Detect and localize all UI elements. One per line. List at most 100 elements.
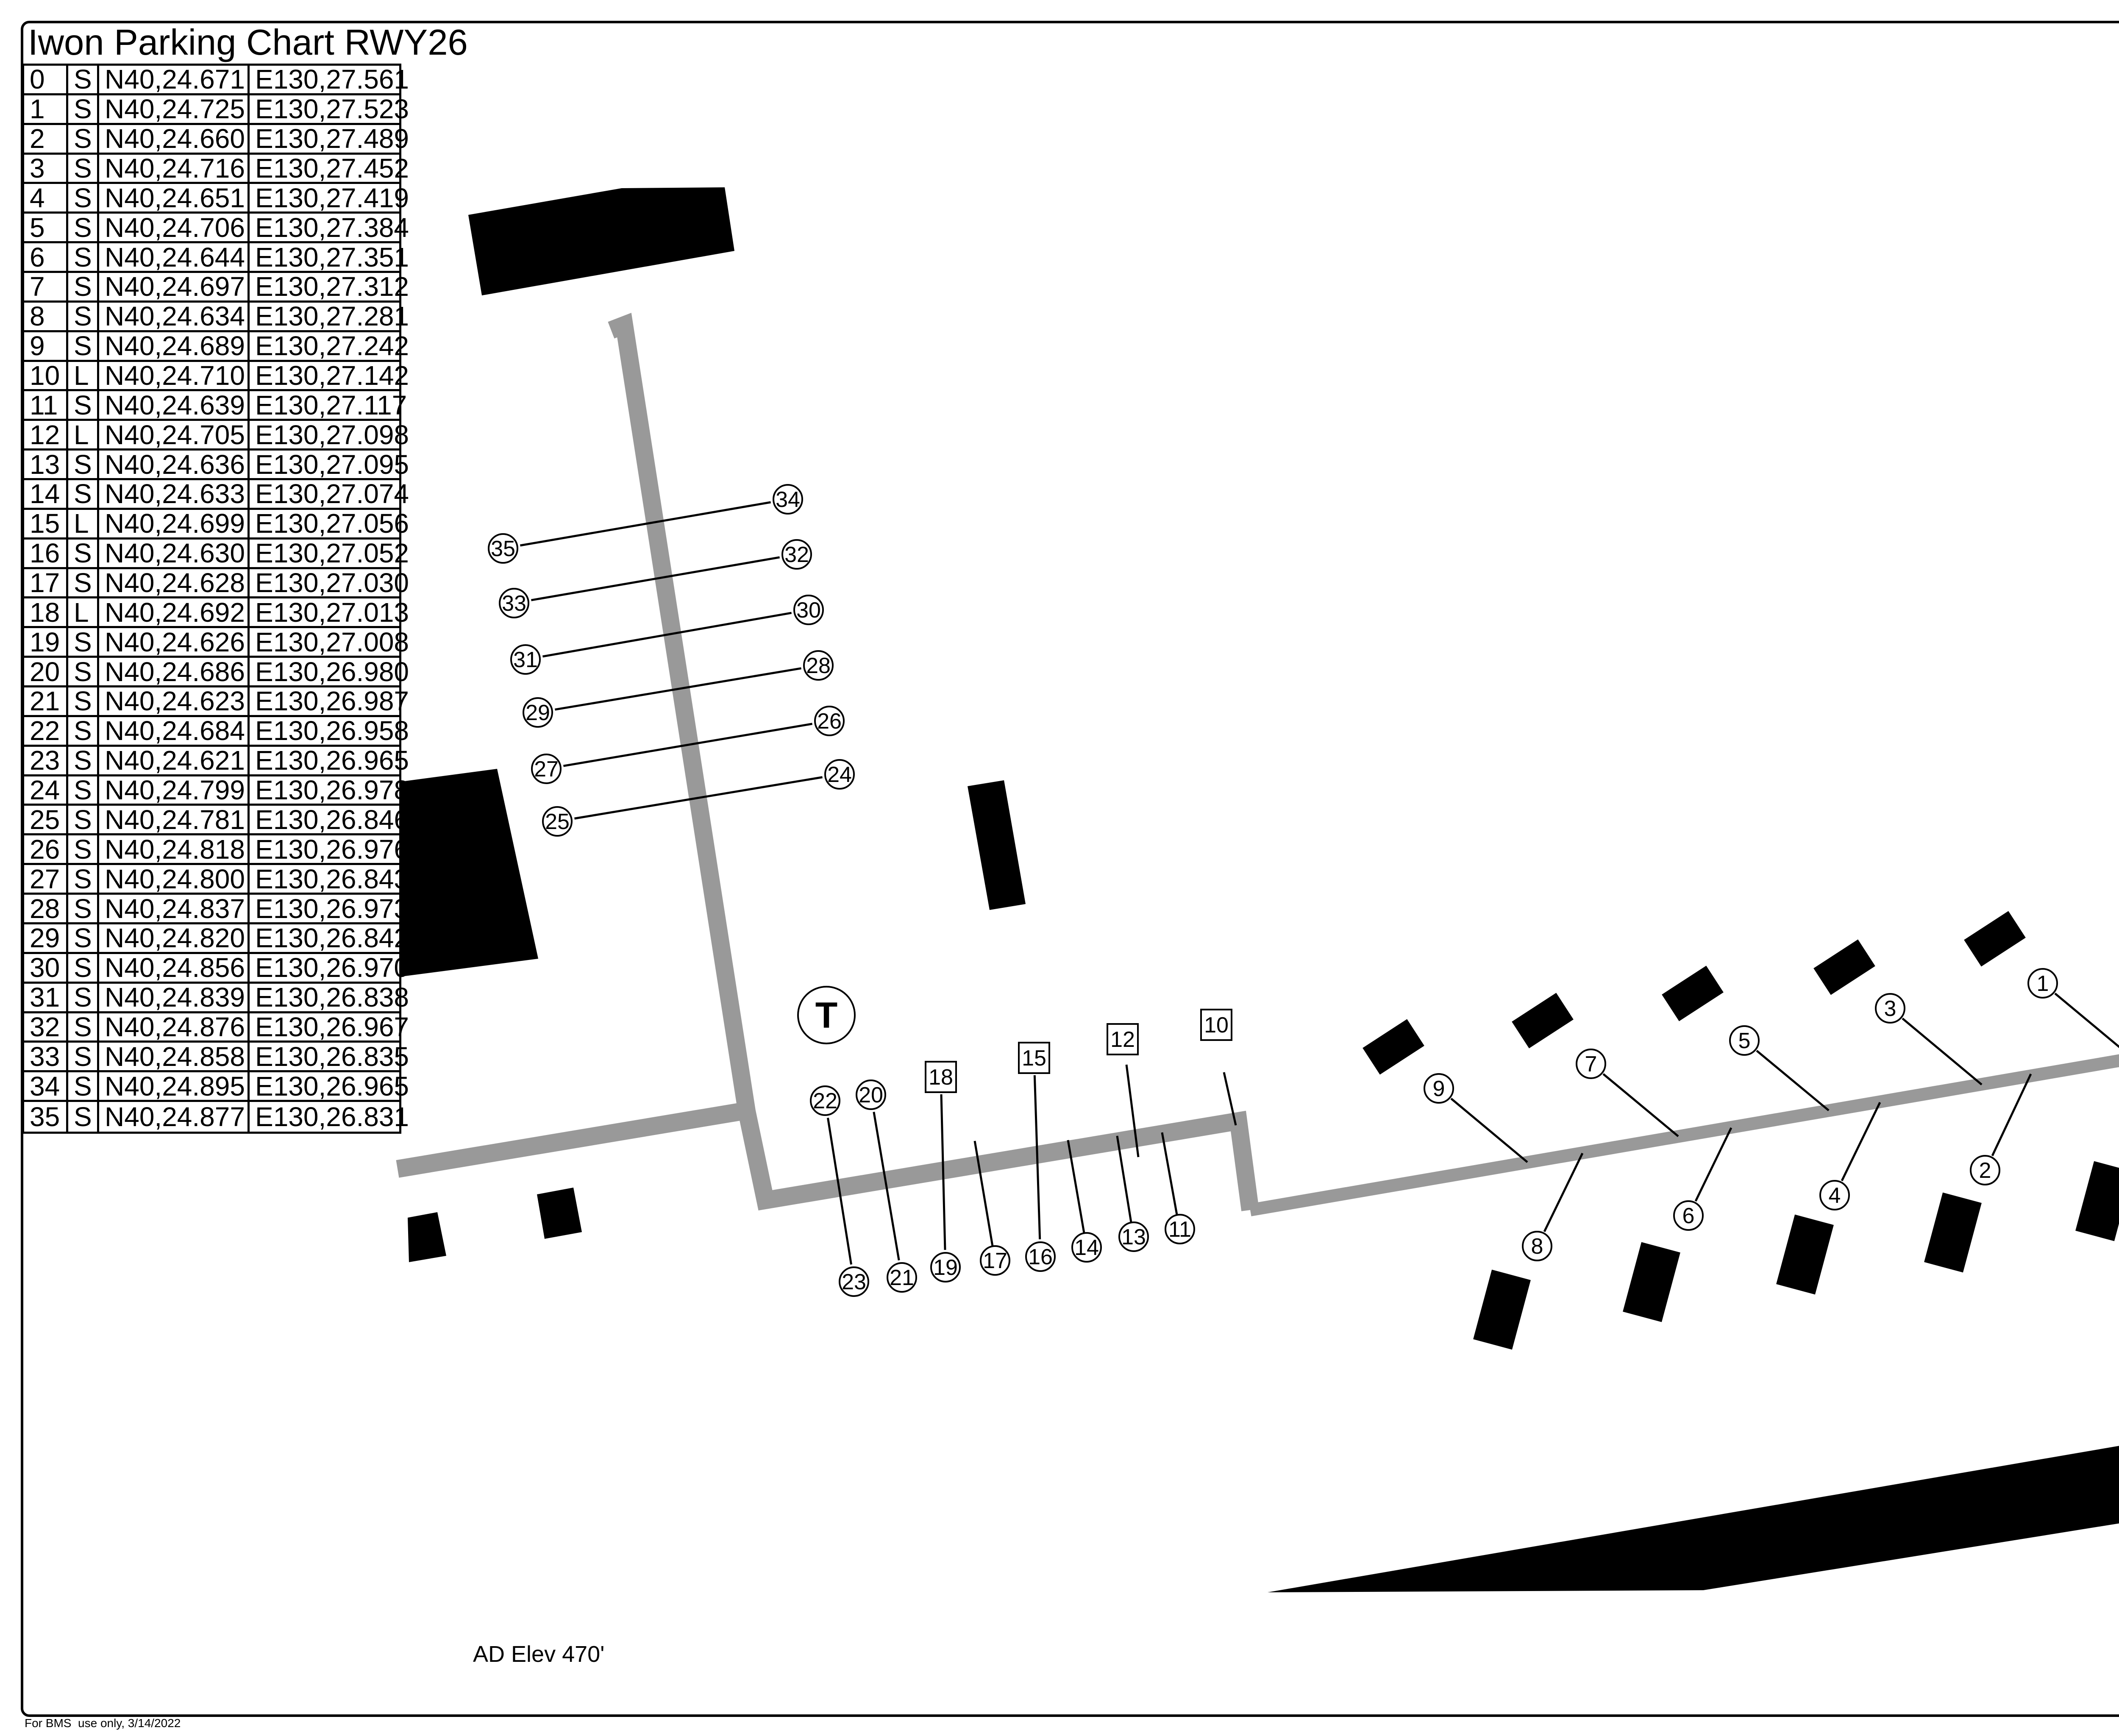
- runway: [1268, 1446, 2119, 1592]
- stand-line-18-19: [940, 1094, 946, 1250]
- parking-spot-number-34: 34: [776, 487, 800, 512]
- table-cell-size-row10: L: [68, 360, 99, 392]
- table-cell-lat-row7: N40,24.697: [99, 271, 250, 303]
- aerodrome-elevation-label: AD Elev 470': [473, 1641, 605, 1667]
- stand-line-33-32: [531, 556, 780, 601]
- table-cell-id-row29: 29: [24, 923, 68, 954]
- parking-spot-marker-3: [1875, 993, 1905, 1024]
- parking-spot-marker-27: [531, 754, 562, 784]
- stand-line-27-26: [563, 723, 812, 767]
- parking-spot-marker-13: [1118, 1221, 1149, 1252]
- table-cell-size-row28: S: [68, 893, 99, 924]
- table-cell-lon-row28: E130,26.973: [250, 893, 409, 924]
- stand-line-35-34: [520, 501, 771, 547]
- table-cell-id-row26: 26: [24, 834, 68, 865]
- table-cell-lon-row24: E130,26.978: [250, 775, 409, 806]
- table-cell-size-row24: S: [68, 775, 99, 806]
- stand-line-x9: [1902, 1018, 1983, 1085]
- parking-spot-number-1: 1: [2037, 971, 2049, 996]
- table-cell-id-row0: 0: [24, 64, 68, 95]
- table-cell-size-row27: S: [68, 864, 99, 895]
- parking-spot-number-24: 24: [827, 762, 852, 787]
- table-cell-id-row10: 10: [24, 360, 68, 392]
- building-2: [968, 780, 1026, 910]
- parking-spot-marker-24: [824, 759, 855, 790]
- building-0: [468, 187, 734, 295]
- parking-spot-number-25: 25: [545, 810, 570, 834]
- table-cell-lon-row35: E130,26.831: [250, 1102, 409, 1132]
- table-cell-lon-row25: E130,26.846: [250, 804, 409, 836]
- table-cell-lat-row21: N40,24.623: [99, 686, 250, 717]
- parking-spot-number-13: 13: [1121, 1225, 1146, 1249]
- table-cell-id-row35: 35: [24, 1102, 68, 1132]
- parking-spot-number-17: 17: [983, 1249, 1007, 1273]
- tower-marker: [797, 986, 856, 1044]
- parking-spot-marker-10: [1200, 1009, 1232, 1041]
- table-cell-id-row11: 11: [24, 390, 68, 421]
- stand-line-15-16: [1033, 1075, 1041, 1240]
- parking-spot-number-4: 4: [1829, 1183, 1841, 1208]
- table-cell-lon-row13: E130,27.095: [250, 449, 409, 481]
- table-cell-id-row34: 34: [24, 1071, 68, 1102]
- parking-spot-number-7: 7: [1585, 1052, 1597, 1077]
- table-cell-size-row1: S: [68, 94, 99, 125]
- table-cell-lat-row27: N40,24.800: [99, 864, 250, 895]
- table-cell-lon-row26: E130,26.976: [250, 834, 409, 865]
- stand-line-31-30: [542, 612, 792, 658]
- parking-spot-marker-34: [773, 484, 803, 515]
- parking-spot-number-18: 18: [929, 1065, 953, 1090]
- table-cell-lon-row29: E130,26.842: [250, 923, 409, 954]
- table-cell-size-row34: S: [68, 1071, 99, 1102]
- parking-spot-marker-7: [1576, 1049, 1606, 1079]
- table-cell-size-row31: S: [68, 982, 99, 1013]
- stand-line-x8: [1756, 1050, 1830, 1111]
- parking-spot-marker-2: [1970, 1155, 2000, 1185]
- stand-line-x13: [1841, 1102, 1881, 1182]
- table-cell-size-row21: S: [68, 686, 99, 717]
- parking-spot-marker-6: [1673, 1200, 1704, 1231]
- tower-label: T: [815, 995, 838, 1036]
- table-cell-id-row31: 31: [24, 982, 68, 1013]
- parking-spot-marker-14: [1071, 1232, 1102, 1263]
- parking-spot-number-32: 32: [784, 542, 809, 567]
- parking-spot-number-11: 11: [1168, 1217, 1191, 1242]
- table-cell-id-row27: 27: [24, 864, 68, 895]
- parking-spot-number-30: 30: [796, 598, 821, 623]
- table-cell-lon-row31: E130,26.838: [250, 982, 409, 1013]
- table-cell-lon-row22: E130,26.958: [250, 715, 409, 747]
- table-cell-id-row5: 5: [24, 212, 68, 244]
- table-cell-lat-row13: N40,24.636: [99, 449, 250, 481]
- table-cell-lat-row34: N40,24.895: [99, 1071, 250, 1102]
- parking-spot-marker-29: [523, 697, 553, 728]
- parking-spot-marker-26: [814, 706, 845, 736]
- table-cell-id-row17: 17: [24, 568, 68, 599]
- table-cell-lat-row17: N40,24.628: [99, 568, 250, 599]
- stand-line-x14: [1991, 1073, 2032, 1157]
- table-cell-id-row3: 3: [24, 153, 68, 184]
- parking-spot-number-22: 22: [813, 1089, 837, 1113]
- table-cell-size-row14: S: [68, 479, 99, 510]
- stand-line-x0: [973, 1141, 994, 1246]
- parking-spot-number-23: 23: [842, 1270, 866, 1294]
- table-cell-lat-row5: N40,24.706: [99, 212, 250, 244]
- table-cell-id-row21: 21: [24, 686, 68, 717]
- table-cell-id-row7: 7: [24, 271, 68, 303]
- building-1: [398, 769, 538, 977]
- table-cell-size-row0: S: [68, 64, 99, 95]
- table-cell-size-row2: S: [68, 123, 99, 155]
- table-cell-lon-row4: E130,27.419: [250, 183, 409, 214]
- table-cell-lon-row20: E130,26.980: [250, 657, 409, 688]
- table-cell-lat-row30: N40,24.856: [99, 952, 250, 984]
- table-cell-size-row22: S: [68, 715, 99, 747]
- hangar-bottom-1: [1623, 1242, 1680, 1322]
- hangar-top-2: [1662, 965, 1724, 1021]
- hangar-top-1: [1512, 993, 1574, 1049]
- stand-line-20-21: [873, 1112, 900, 1260]
- parking-spot-number-31: 31: [513, 648, 538, 672]
- parking-spot-marker-31: [510, 644, 541, 675]
- table-cell-lon-row19: E130,27.008: [250, 627, 409, 658]
- parking-spot-marker-9: [1424, 1073, 1454, 1104]
- table-cell-id-row33: 33: [24, 1041, 68, 1073]
